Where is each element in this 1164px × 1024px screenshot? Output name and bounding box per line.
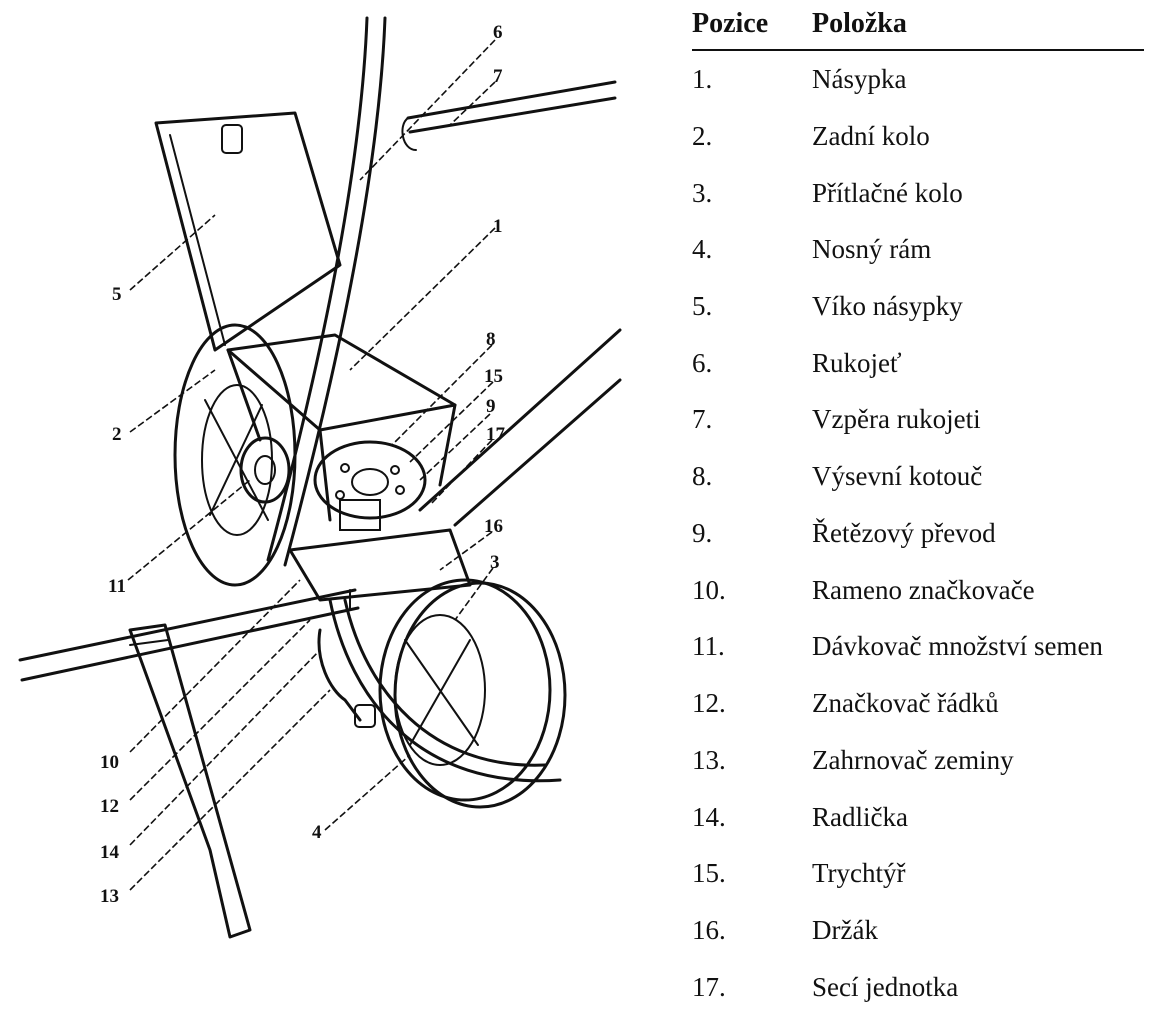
- table-row: 9. Řetězový převod: [692, 518, 1144, 558]
- row-number: 6.: [692, 348, 713, 378]
- row-number: 2.: [692, 121, 713, 151]
- callout-15: 15: [484, 366, 503, 387]
- table-row: 2. Zadní kolo: [692, 121, 1144, 161]
- table-row: 11. Dávkovač množství semen: [692, 631, 1144, 671]
- callout-11: 11: [108, 576, 126, 597]
- table-row: 6. Rukojeť: [692, 348, 1144, 388]
- row-marker-drawing: [128, 623, 252, 939]
- row-item: Rukojeť: [812, 348, 902, 378]
- row-number: 3.: [692, 178, 713, 208]
- table-row: 13. Zahrnovač zeminy: [692, 745, 1144, 785]
- table-row: 5. Víko násypky: [692, 291, 1144, 331]
- callout-2: 2: [112, 424, 122, 445]
- row-item: Zahrnovač zeminy: [812, 745, 1014, 775]
- row-item: Násypka: [812, 64, 907, 94]
- header-item: Položka: [812, 8, 907, 39]
- handle-drawing: [266, 16, 617, 567]
- rear-wheel-drawing: [173, 323, 297, 587]
- table-row: 4. Nosný rám: [692, 234, 1144, 274]
- row-number: 16.: [692, 915, 726, 945]
- row-item: Rameno značkovače: [812, 575, 1035, 605]
- callout-14: 14: [100, 842, 120, 863]
- callout-10: 10: [100, 752, 119, 773]
- row-number: 11.: [692, 631, 725, 661]
- row-item: Víko násypky: [812, 291, 963, 321]
- callout-5: 5: [112, 284, 122, 305]
- row-item: Výsevní kotouč: [812, 461, 983, 491]
- callout-12: 12: [100, 796, 119, 817]
- callout-16: 16: [484, 516, 503, 537]
- callout-17: 17: [486, 424, 506, 445]
- seed-meter-drawing: [239, 436, 291, 504]
- row-item: Řetězový převod: [812, 518, 996, 548]
- callout-3: 3: [490, 552, 500, 573]
- row-number: 8.: [692, 461, 713, 491]
- row-number: 15.: [692, 858, 726, 888]
- table-row: 15. Trychtýř: [692, 858, 1144, 898]
- table-row: 8. Výsevní kotouč: [692, 461, 1144, 501]
- row-number: 1.: [692, 64, 713, 94]
- hopper-drawing: [226, 333, 457, 522]
- leader-lines: [127, 39, 496, 891]
- row-item: Značkovač řádků: [812, 688, 999, 718]
- callout-9: 9: [486, 396, 496, 417]
- row-item: Zadní kolo: [812, 121, 930, 151]
- row-item: Vzpěra rukojeti: [812, 404, 981, 434]
- table-row: 17. Secí jednotka: [692, 972, 1144, 1012]
- callout-6: 6: [493, 22, 503, 43]
- header-rule: [692, 49, 1144, 51]
- callout-1: 1: [493, 216, 503, 237]
- row-number: 4.: [692, 234, 713, 264]
- table-row: 1. Násypka: [692, 64, 1144, 104]
- hopper-lid-drawing: [154, 111, 342, 352]
- row-number: 13.: [692, 745, 726, 775]
- row-item: Přítlačné kolo: [812, 178, 963, 208]
- row-number: 10.: [692, 575, 726, 605]
- callout-4: 4: [312, 822, 322, 843]
- row-number: 14.: [692, 802, 726, 832]
- row-item: Nosný rám: [812, 234, 932, 264]
- table-row: 12. Značkovač řádků: [692, 688, 1144, 728]
- row-number: 5.: [692, 291, 713, 321]
- marker-arm-drawing: [18, 588, 360, 682]
- row-item: Držák: [812, 915, 878, 945]
- row-number: 9.: [692, 518, 713, 548]
- table-row: 10. Rameno značkovače: [692, 575, 1144, 615]
- row-item: Secí jednotka: [812, 972, 959, 1002]
- callout-7: 7: [493, 66, 503, 87]
- callout-13: 13: [100, 886, 119, 907]
- header-position: Pozice: [692, 8, 769, 39]
- seeder-technical-drawing: 6 7 1 5 8 15 9 2 17 16 3 11 10 12 4 14 1…: [18, 16, 622, 939]
- row-item: Trychtýř: [812, 858, 906, 888]
- row-item: Dávkovač množství semen: [812, 631, 1103, 661]
- table-row: 3. Přítlačné kolo: [692, 178, 1144, 218]
- row-number: 12.: [692, 688, 726, 718]
- row-number: 17.: [692, 972, 726, 1002]
- seed-disc-drawing: [313, 440, 427, 531]
- table-row: 16. Držák: [692, 915, 1144, 955]
- press-wheel-drawing: [378, 578, 567, 809]
- furrow-opener-drawing: [317, 628, 376, 728]
- row-number: 7.: [692, 404, 713, 434]
- table-row: 14. Radlička: [692, 802, 1144, 842]
- row-item: Radlička: [812, 802, 908, 832]
- callout-8: 8: [486, 329, 496, 350]
- table-row: 7. Vzpěra rukojeti: [692, 404, 1144, 444]
